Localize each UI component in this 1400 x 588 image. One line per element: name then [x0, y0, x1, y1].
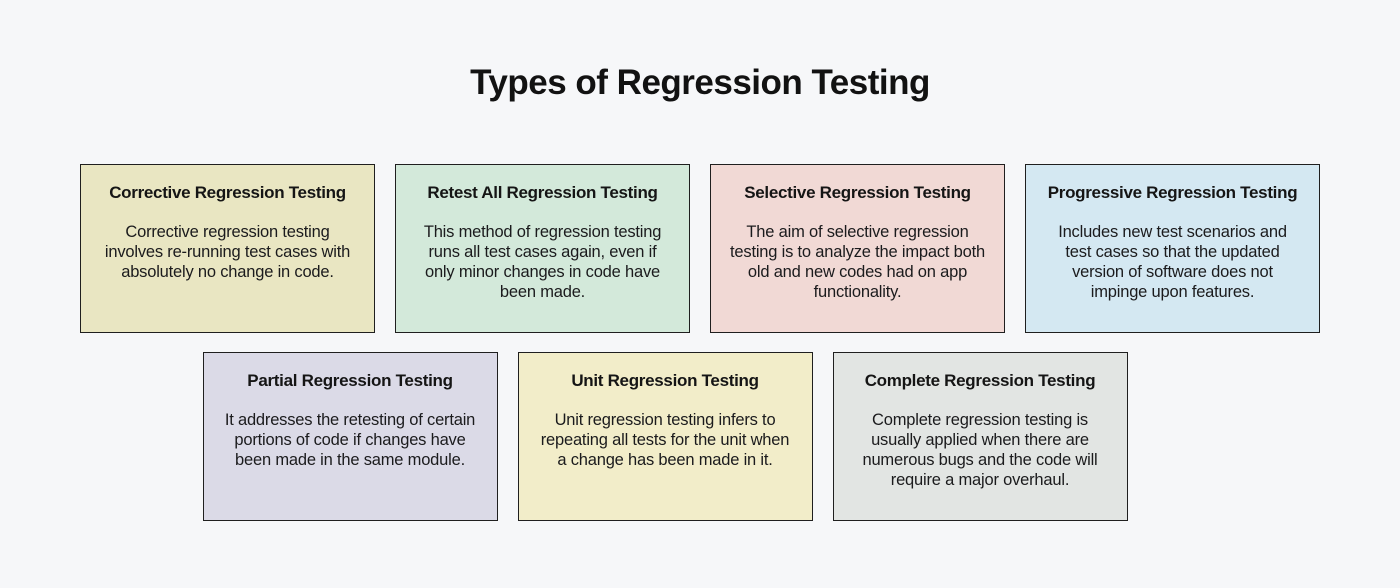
- card-body: This method of regression testing runs a…: [423, 223, 662, 301]
- page-title: Types of Regression Testing: [470, 63, 930, 102]
- card-title: Corrective Regression Testing: [109, 183, 346, 202]
- card-title: Complete Regression Testing: [864, 371, 1096, 390]
- card-body: Includes new test scenarios and test cas…: [1058, 223, 1287, 301]
- card-unit-regression-testing: Unit Regression Testing Unit regression …: [517, 352, 813, 521]
- card-body: It addresses the retesting of certain po…: [224, 411, 476, 469]
- card-title: Unit Regression Testing: [571, 371, 759, 390]
- card-complete-regression-testing: Complete Regression Testing Complete reg…: [832, 352, 1128, 521]
- card-title: Partial Regression Testing: [247, 371, 453, 390]
- card-title: Retest All Regression Testing: [427, 183, 658, 202]
- card-body: Unit regression testing infers to repeat…: [540, 411, 790, 469]
- card-selective-regression-testing: Selective Regression Testing The aim of …: [710, 164, 1005, 333]
- card-corrective-regression-testing: Corrective Regression Testing Corrective…: [80, 164, 375, 333]
- card-title: Progressive Regression Testing: [1047, 183, 1298, 202]
- card-body: Complete regression testing is usually a…: [862, 411, 1098, 489]
- card-partial-regression-testing: Partial Regression Testing It addresses …: [202, 352, 498, 521]
- card-title: Selective Regression Testing: [744, 183, 971, 202]
- card-row-top: Corrective Regression Testing Corrective…: [0, 164, 1400, 333]
- card-progressive-regression-testing: Progressive Regression Testing Includes …: [1025, 164, 1320, 333]
- card-body: The aim of selective regression testing …: [730, 223, 985, 301]
- card-body: Corrective regression testing involves r…: [104, 223, 351, 281]
- card-row-bottom: Partial Regression Testing It addresses …: [0, 352, 1365, 521]
- card-retest-all-regression-testing: Retest All Regression Testing This metho…: [395, 164, 690, 333]
